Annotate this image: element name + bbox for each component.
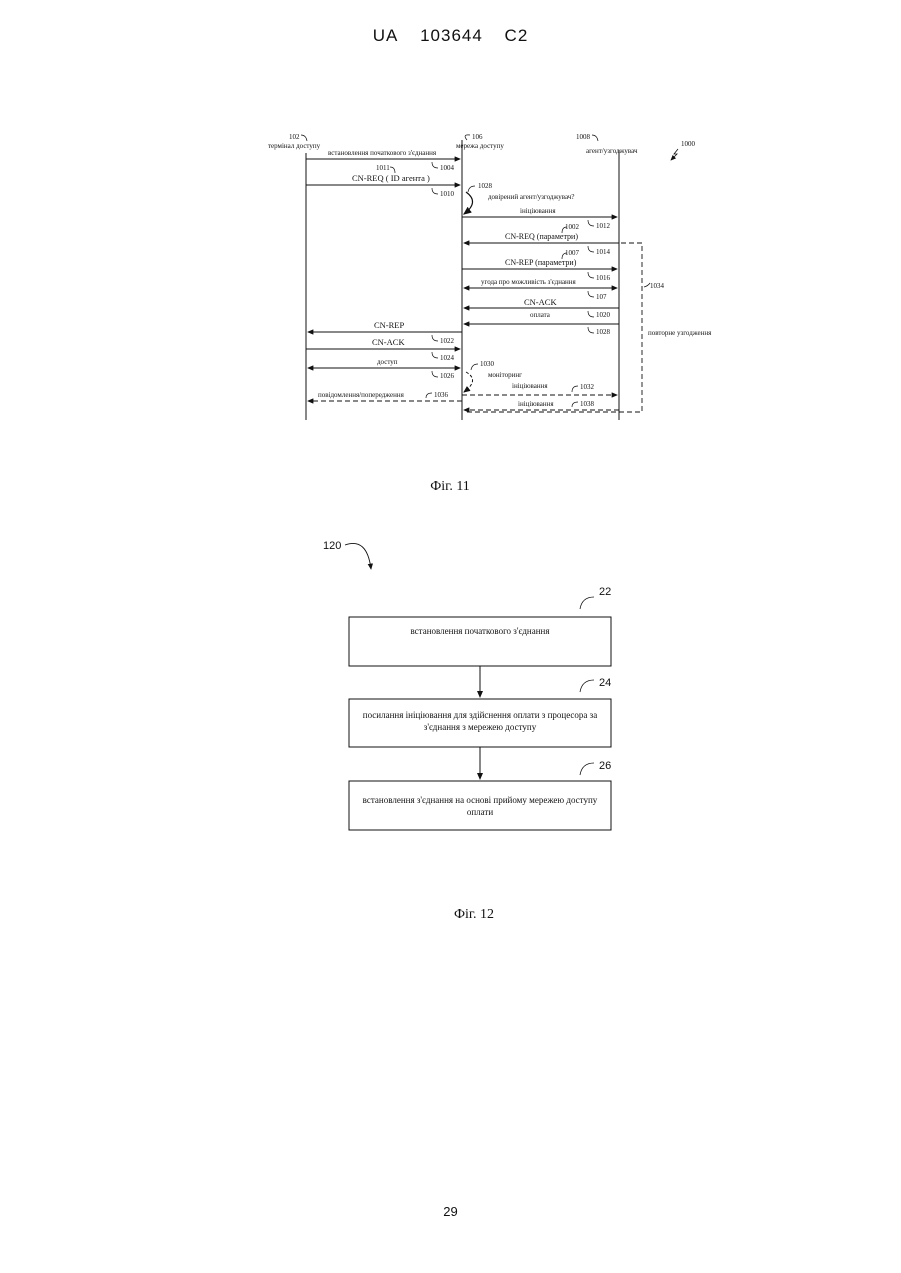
- msg-label-initial-connection: встановлення початкового з'єднання: [328, 149, 437, 157]
- entity-label-agent: агент/узгоджувач: [586, 147, 638, 155]
- step-box-22: [349, 617, 611, 666]
- msg-label-cn-rep-params: CN-REP (параметри): [505, 258, 577, 267]
- msg-ref-1022: 1022: [440, 337, 455, 345]
- msg-ref-1028-payment: 1028: [596, 328, 611, 336]
- msg-ref-1026: 1026: [440, 372, 455, 380]
- msg-label-cn-ack-1: CN-ACK: [524, 297, 557, 307]
- msg-label-payment: оплата: [530, 311, 551, 319]
- msg-label-cn-ack-2: CN-ACK: [372, 337, 405, 347]
- step-text-22: встановлення початкового з'єднання: [410, 626, 549, 636]
- msg-ref-1032: 1032: [580, 383, 595, 391]
- entity-ref-102: 102: [289, 133, 300, 141]
- step-ref-22: 22: [599, 586, 611, 598]
- msg-label-cn-req-agent-id: CN-REQ ( ID агента ): [352, 173, 430, 183]
- msg-ref-1002: 1002: [565, 223, 580, 231]
- msg-label-initiation-2: ініціювання: [512, 382, 548, 390]
- msg-label-monitoring: моніторинг: [488, 371, 522, 379]
- bracket-ref-1034: 1034: [650, 282, 665, 290]
- fig11-sequence-diagram: 102 термінал доступу 106 мережа доступу …: [268, 133, 712, 420]
- msg-ref-1016: 1016: [596, 274, 611, 282]
- msg-ref-1028-check: 1028: [478, 182, 493, 190]
- msg-ref-1007: 1007: [565, 249, 580, 257]
- bracket-label-renegotiation: повторне узгодження: [648, 329, 712, 337]
- step-ref-26: 26: [599, 760, 611, 772]
- step-box-26: [349, 781, 611, 830]
- msg-ref-1011: 1011: [376, 164, 390, 172]
- fig12-caption: Фіг. 12: [454, 907, 494, 922]
- fig12-flowchart: 120 встановлення початкового з'єднання 2…: [323, 540, 611, 830]
- msg-label-notification: повідомлення/попередження: [318, 391, 405, 399]
- msg-ref-107: 107: [596, 293, 607, 301]
- msg-ref-1010: 1010: [440, 190, 455, 198]
- msg-ref-1020: 1020: [596, 311, 611, 319]
- fig12-ref: 120: [323, 540, 341, 552]
- msg-ref-1014: 1014: [596, 248, 611, 256]
- msg-ref-1038: 1038: [580, 400, 595, 408]
- step-text-24-line1: посилання ініціювання для здійснення опл…: [363, 710, 597, 720]
- renegotiation-bracket: [464, 243, 642, 412]
- fig11-ref: 1000: [681, 140, 696, 148]
- msg-label-cn-rep: CN-REP: [374, 320, 405, 330]
- entity-label-access-terminal: термінал доступу: [268, 142, 321, 150]
- msg-ref-1036: 1036: [434, 391, 449, 399]
- msg-ref-1004: 1004: [440, 164, 455, 172]
- step-text-24-line2: з'єднання з мережею доступу: [424, 722, 537, 732]
- msg-ref-1030: 1030: [480, 360, 495, 368]
- msg-label-trusted-agent: довірений агент/узгоджувач?: [488, 193, 574, 201]
- msg-label-initiation-3: ініціювання: [518, 400, 554, 408]
- step-text-26-line1: встановлення з'єднання на основі прийому…: [363, 795, 598, 805]
- msg-ref-1012: 1012: [596, 222, 611, 230]
- step-ref-24: 24: [599, 677, 611, 689]
- step-text-26-line2: оплати: [467, 807, 494, 817]
- entity-ref-106: 106: [472, 133, 483, 141]
- msg-label-cn-req-params: CN-REQ (параметри): [505, 232, 578, 241]
- entity-ref-1008: 1008: [576, 133, 591, 141]
- msg-ref-1024: 1024: [440, 354, 455, 362]
- entity-label-access-network: мережа доступу: [456, 142, 504, 150]
- msg-label-access: доступ: [377, 358, 398, 366]
- fig11-caption: Фіг. 11: [430, 479, 470, 494]
- page-number: 29: [0, 1204, 901, 1219]
- msg-label-initiation-1: ініціювання: [520, 207, 556, 215]
- msg-label-connectivity-agreement: угода про можливість з'єднання: [481, 278, 577, 286]
